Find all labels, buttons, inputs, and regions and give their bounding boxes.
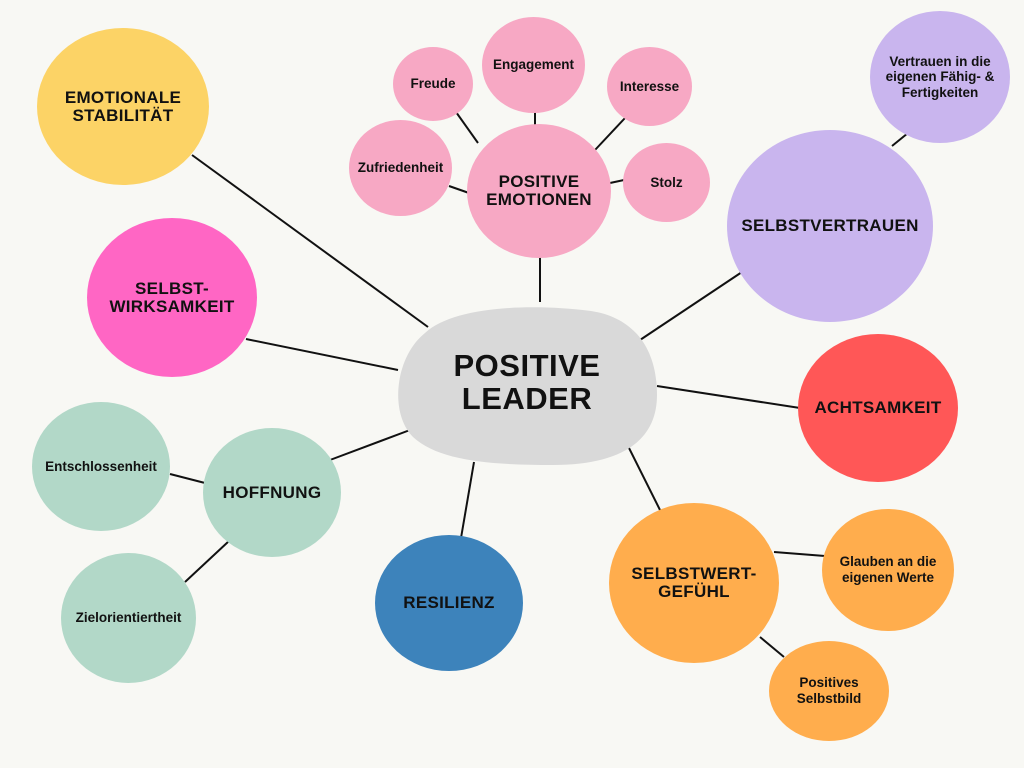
node-hoffnung: HOFFNUNG: [203, 428, 341, 557]
node-emotionale-stabilitaet-label: EMOTIONALE STABILITÄT: [64, 87, 182, 125]
node-zufriedenheit-label: Zufriedenheit: [357, 160, 444, 176]
node-zielorientiertheit-label: Zielorientiertheit: [75, 610, 182, 626]
node-positive-emotionen-label: POSITIVE EMOTIONEN: [486, 172, 592, 209]
node-achtsamkeit-label: ACHTSAMKEIT: [814, 398, 942, 418]
link-center-selbstwirksamkeit: [245, 338, 399, 371]
node-engagement-label: Engagement: [492, 57, 574, 73]
link-hoffnung-zielorientiertheit: [184, 540, 230, 583]
node-glauben-werte: Glauben an die eigenen Werte: [822, 509, 954, 631]
link-center-hoffnung: [329, 429, 411, 461]
node-stolz-label: Stolz: [650, 174, 683, 190]
node-entschlossenheit: Entschlossenheit: [32, 402, 170, 531]
node-interesse: Interesse: [607, 47, 692, 126]
link-emotionen-zufriedenheit: [448, 185, 470, 194]
node-glauben-werte-label: Glauben an die eigenen Werte: [839, 554, 937, 585]
node-selbstwertgefuehl-label: SELBSTWERT- GEFÜHL: [631, 564, 757, 601]
node-positives-selbstbild: Positives Selbstbild: [769, 641, 889, 741]
node-selbstwirksamkeit-label: SELBST- WIRKSAMKEIT: [109, 278, 235, 316]
link-selbstwert-glauben: [773, 551, 826, 557]
node-freude: Freude: [393, 47, 473, 121]
node-achtsamkeit: ACHTSAMKEIT: [798, 334, 958, 482]
node-selbstwertgefuehl: SELBSTWERT- GEFÜHL: [609, 503, 779, 663]
node-resilienz: RESILIENZ: [375, 535, 523, 671]
center-label: POSITIVE LEADER: [453, 348, 601, 416]
node-positives-selbstbild-label: Positives Selbstbild: [796, 675, 862, 706]
link-center-achtsamkeit: [656, 385, 801, 409]
node-selbstwirksamkeit: SELBST- WIRKSAMKEIT: [87, 218, 257, 377]
node-selbstvertrauen: SELBSTVERTRAUEN: [727, 130, 933, 322]
node-resilienz-label: RESILIENZ: [403, 593, 495, 613]
link-emotionen-stolz: [609, 179, 625, 184]
center-node-positive-leader: POSITIVE LEADER: [395, 301, 659, 465]
link-emotionen-interesse: [594, 117, 626, 151]
node-vertrauen-faehigkeiten-label: Vertrauen in die eigenen Fähig- & Fertig…: [885, 53, 995, 100]
node-stolz: Stolz: [623, 143, 710, 222]
node-vertrauen-faehigkeiten: Vertrauen in die eigenen Fähig- & Fertig…: [870, 11, 1010, 143]
node-entschlossenheit-label: Entschlossenheit: [45, 458, 157, 474]
node-zufriedenheit: Zufriedenheit: [349, 120, 452, 216]
node-freude-label: Freude: [410, 76, 456, 92]
node-positive-emotionen: POSITIVE EMOTIONEN: [467, 124, 611, 258]
link-selbstwert-selbstbild: [759, 636, 785, 658]
link-center-resilienz: [460, 461, 475, 539]
node-zielorientiertheit: Zielorientiertheit: [61, 553, 196, 683]
node-hoffnung-label: HOFFNUNG: [222, 482, 322, 502]
center-blob-shape: [398, 307, 657, 465]
link-center-selbstwertgefuehl: [624, 439, 661, 511]
node-engagement: Engagement: [482, 17, 585, 113]
link-hoffnung-entschlossenheit: [169, 473, 206, 484]
link-center-emotionale-stabilitaet: [191, 154, 429, 328]
link-selbstvertrauen-vertrauen: [891, 132, 909, 147]
node-interesse-label: Interesse: [619, 78, 680, 94]
link-emotionen-freude: [455, 111, 479, 144]
node-emotionale-stabilitaet: EMOTIONALE STABILITÄT: [37, 28, 209, 185]
link-center-selbstvertrauen: [639, 269, 746, 341]
center-blob: [398, 307, 657, 465]
node-selbstvertrauen-label: SELBSTVERTRAUEN: [741, 216, 919, 236]
